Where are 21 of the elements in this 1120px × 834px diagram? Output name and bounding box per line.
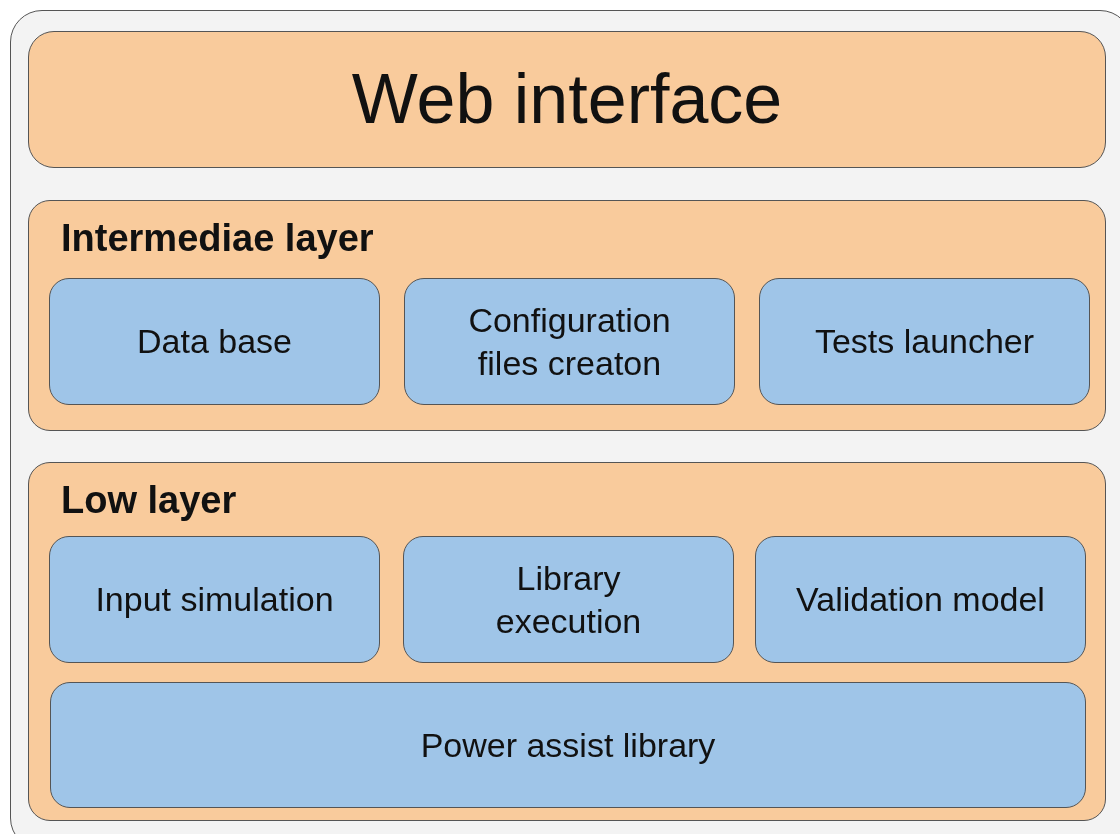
module-box [403, 536, 734, 663]
module-label: Tests launcher [813, 321, 1036, 363]
layer-box [28, 462, 1106, 821]
module-label: Configuration files creaton [467, 300, 672, 384]
layer-box [28, 200, 1106, 431]
layer-title: Web interface [350, 58, 784, 140]
module-label: Input simulation [94, 579, 335, 621]
module-box [759, 278, 1090, 405]
module-label: Data base [136, 321, 293, 363]
module-box [49, 536, 380, 663]
module-label: Library execution [494, 558, 643, 642]
module-box [49, 278, 380, 405]
module-label: Validation model [795, 579, 1046, 621]
module-box [755, 536, 1086, 663]
module-label: Power assist library [419, 724, 717, 766]
layer-heading: Intermediae layer [61, 216, 374, 261]
module-box [50, 682, 1086, 808]
layer-heading: Low layer [61, 478, 237, 523]
layer-box [28, 31, 1106, 168]
frame-box [10, 10, 1120, 834]
module-box [404, 278, 735, 405]
